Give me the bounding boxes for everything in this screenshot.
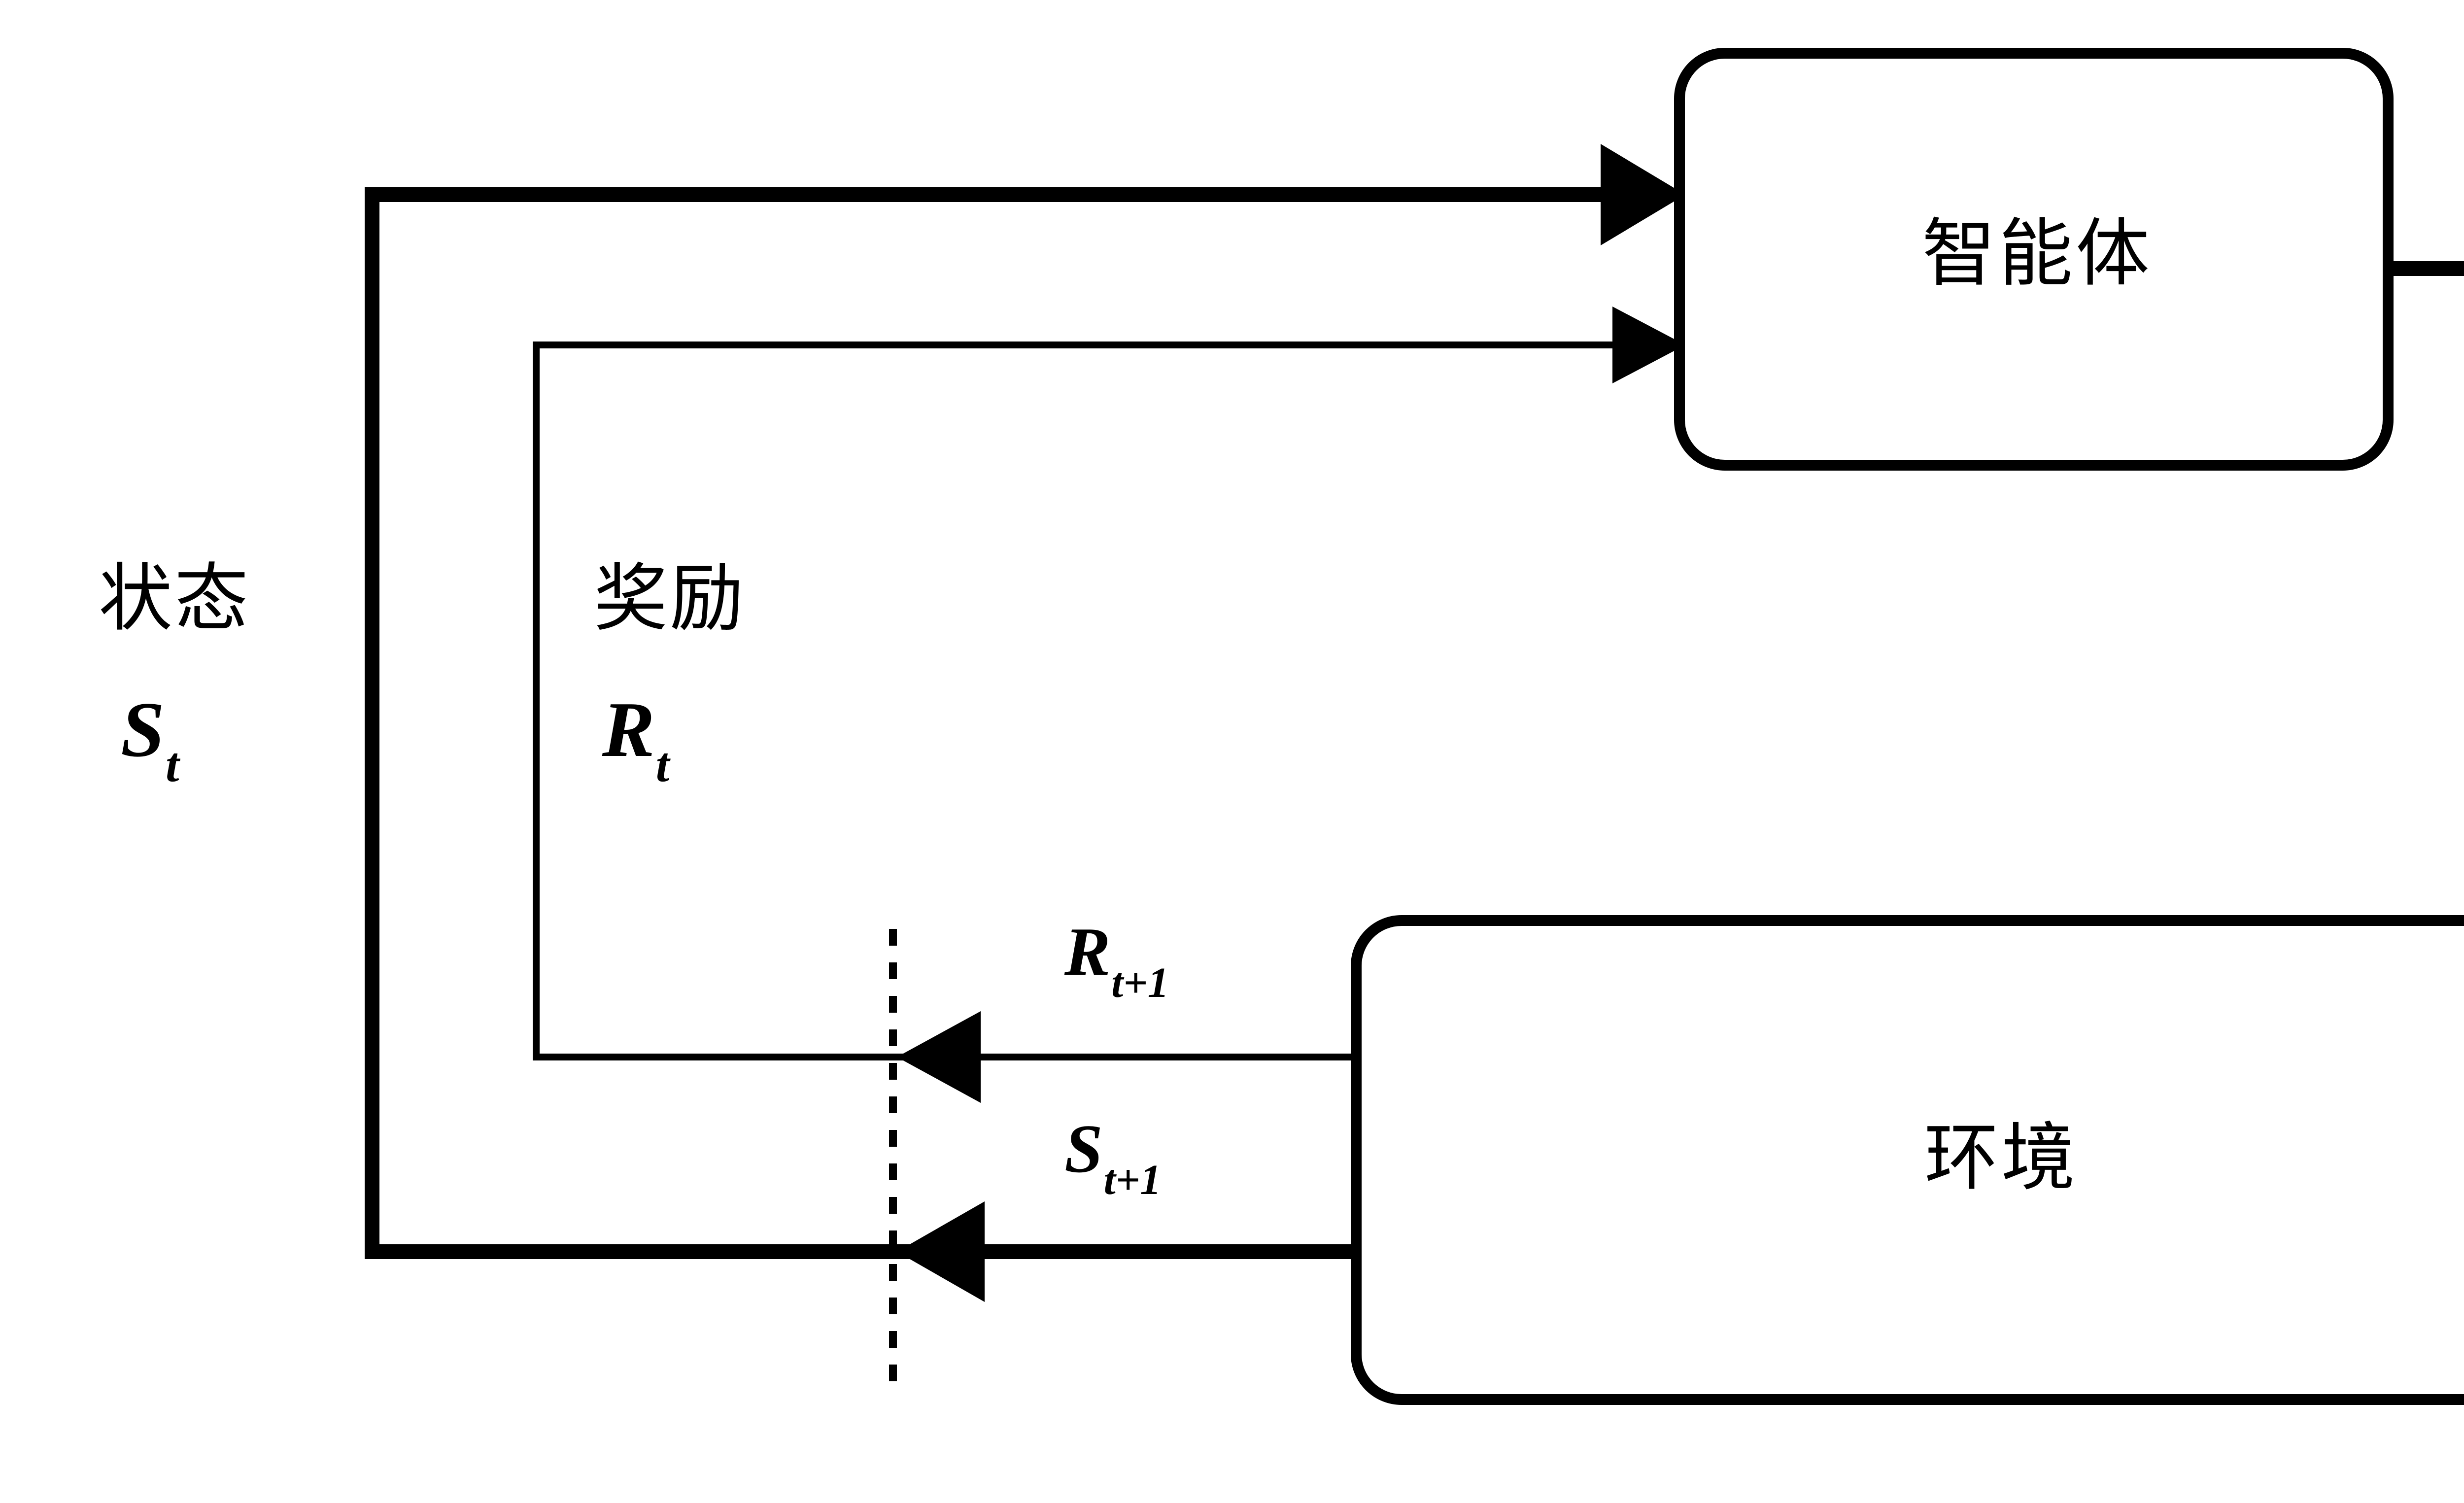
state-next-label: St+1 (1064, 1115, 1162, 1201)
reward-next-subscript: t+1 (1111, 958, 1169, 1006)
state-label-word: 状态 (99, 556, 251, 642)
state-next-subscript: t+1 (1103, 1156, 1162, 1203)
reward-label-symbol: Rt (602, 690, 669, 789)
reward-symbol-base: R (602, 685, 655, 773)
state-arrowhead-boundary (897, 1201, 985, 1302)
state-arrowhead-agent (1601, 144, 1685, 245)
state-line (365, 187, 1626, 1259)
state-symbol-base: S (121, 685, 165, 773)
state-next-base: S (1064, 1111, 1103, 1187)
reward-arrowhead-boundary (897, 1011, 981, 1103)
agent-box-label: 智能体 (1922, 211, 2153, 297)
edge-reward-feedback (533, 307, 1685, 1103)
agent-box[interactable] (1674, 48, 2394, 471)
reward-label-word: 奖励 (594, 556, 746, 642)
state-symbol-subscript: t (165, 738, 179, 792)
reward-next-label: Rt+1 (1064, 918, 1169, 1004)
environment-box-label: 环境 (1924, 1115, 2079, 1201)
state-label-symbol: St (121, 690, 179, 789)
edge-state-feedback (365, 144, 1685, 1302)
reward-next-base: R (1064, 914, 1111, 990)
reward-arrowhead-agent (1612, 307, 1685, 383)
reward-symbol-subscript: t (655, 738, 670, 792)
environment-box[interactable] (1351, 915, 2464, 1405)
